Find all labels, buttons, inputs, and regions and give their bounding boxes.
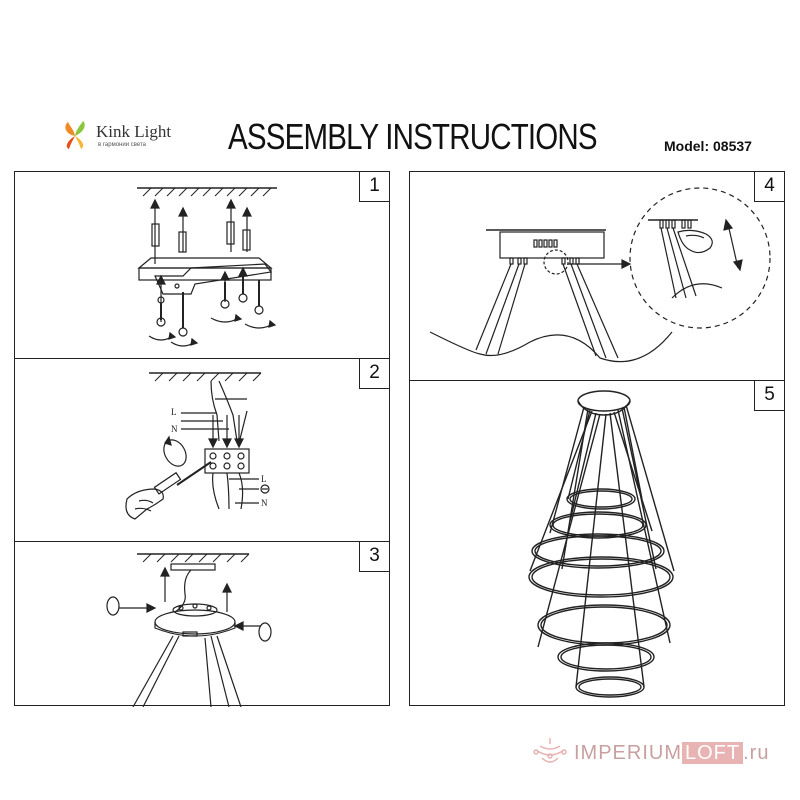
watermark-part-imperium: IMPERIUM: [574, 742, 682, 764]
wire-label-n-out: N: [261, 498, 268, 508]
model-number: Model: 08537: [664, 138, 752, 154]
wire-label-n: N: [171, 424, 178, 434]
brand-logo: Kink Light в гармонии света: [60, 118, 200, 158]
step-number: 5: [754, 381, 784, 411]
step-1-panel: 1: [14, 171, 390, 359]
document-header: Kink Light в гармонии света ASSEMBLY INS…: [0, 0, 800, 170]
logo-name: Kink Light: [96, 122, 172, 141]
step-4-panel: 4: [409, 171, 785, 381]
wiring-diagram: L N L N: [125, 372, 270, 520]
step-number: 2: [359, 359, 389, 389]
step-number: 4: [754, 172, 784, 202]
canopy-mount-diagram: [106, 553, 272, 707]
wire-label-l-out: L: [261, 474, 267, 484]
watermark-part-loft: LOFT: [682, 742, 744, 764]
page-title: ASSEMBLY INSTRUCTIONS: [228, 116, 598, 157]
step-number: 1: [359, 172, 389, 202]
step-number: 3: [359, 542, 389, 572]
watermark-part-domain: .ru: [743, 742, 770, 764]
step-2-panel: 2: [14, 358, 390, 542]
step-5-panel: 5: [409, 380, 785, 706]
wire-label-l: L: [171, 407, 177, 417]
logo-tagline: в гармонии света: [98, 142, 147, 148]
cable-length-adjust-diagram: [429, 187, 771, 363]
leaf-logo-icon: [65, 121, 85, 149]
chandelier-logo-icon: [533, 738, 567, 763]
assembled-chandelier-diagram: [528, 390, 675, 698]
step-3-panel: 3: [14, 541, 390, 707]
mounting-bracket-diagram: [137, 187, 277, 347]
